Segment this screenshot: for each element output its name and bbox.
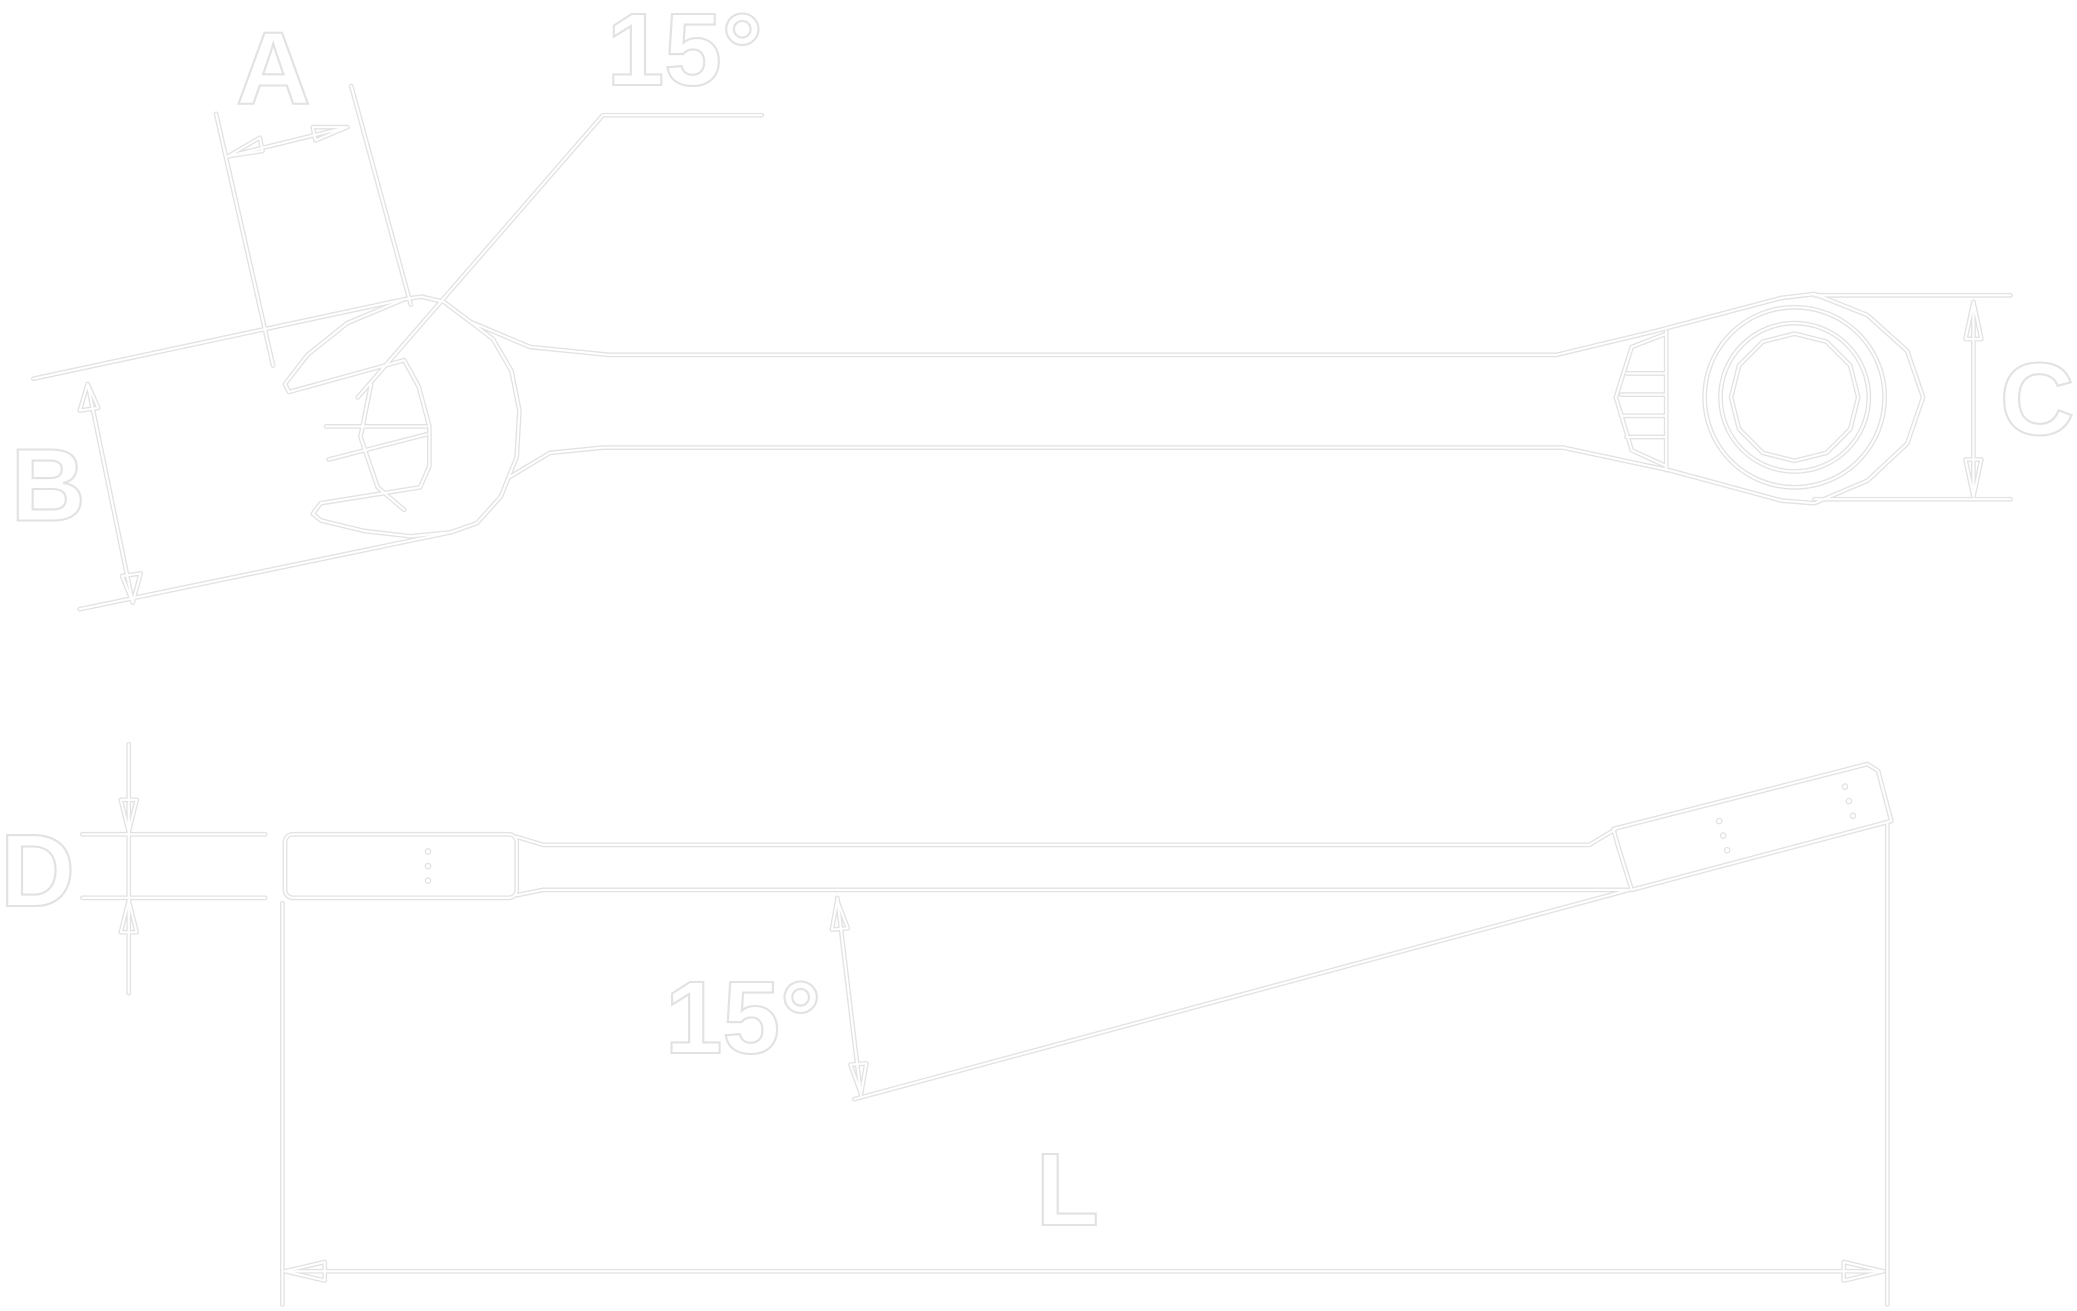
angle-label-top: 15° <box>607 0 763 107</box>
dimension-label-l: L <box>1036 1131 1099 1247</box>
angle-label-side: 15° <box>665 959 821 1075</box>
surface-dots <box>424 783 1857 884</box>
drawing-outline <box>33 86 2010 1304</box>
dimension-label-a: A <box>236 9 311 125</box>
dimension-label-b: B <box>11 426 86 542</box>
dimension-label-c: C <box>2000 340 2075 456</box>
dimension-label-d: D <box>0 812 75 928</box>
